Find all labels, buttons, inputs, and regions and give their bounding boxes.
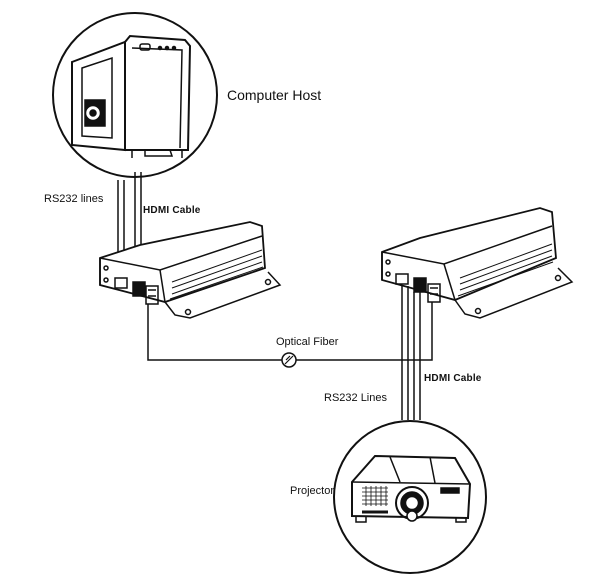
hdmi-cable-bottom (413, 292, 421, 420)
receiver-box (381, 207, 574, 319)
hdmi-cable-bottom-label: HDMI Cable (424, 373, 482, 384)
hdmi-cable-top-label: HDMI Cable (143, 205, 201, 216)
projector-icon (333, 420, 487, 574)
computer-host-icon (52, 12, 218, 178)
rs232-lines-bottom-label: RS232 Lines (324, 392, 387, 404)
rs232-lines-top-label: RS232 lines (44, 193, 104, 205)
computer-host-label: Computer Host (227, 87, 322, 103)
optical-fiber-label: Optical Fiber (276, 336, 339, 348)
projector-label: Projector (290, 485, 335, 497)
rs232-line-bottom (401, 286, 409, 420)
transmitter-box (99, 221, 282, 319)
optical-fiber-line (147, 302, 433, 368)
